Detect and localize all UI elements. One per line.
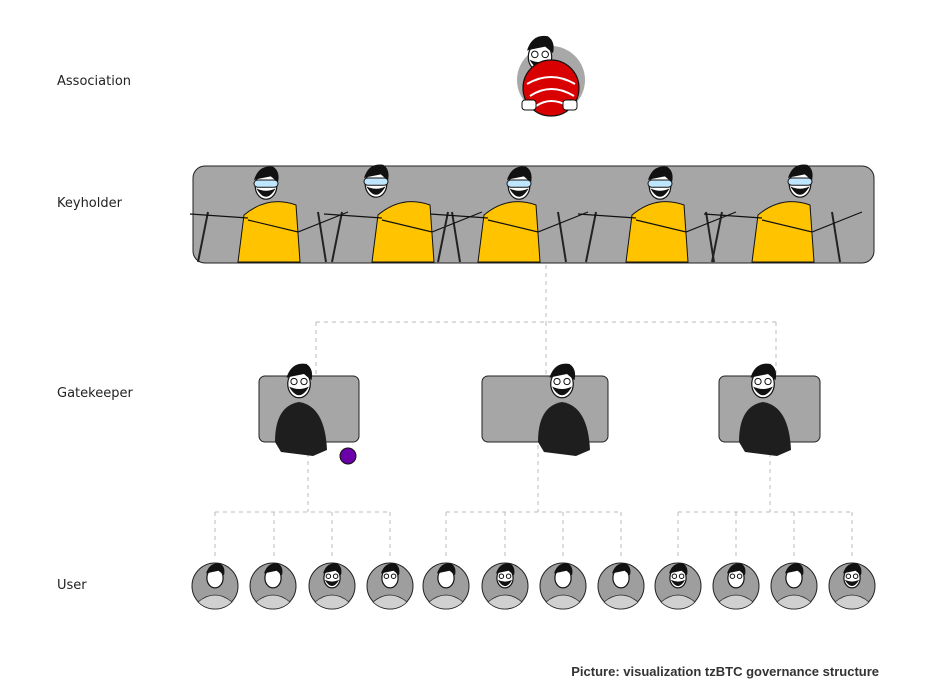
row-label-user: User [57,578,87,593]
keyholder-3-person-with-vr-goggles-icon [429,166,589,263]
row-label-keyholder: Keyholder [57,196,122,211]
keyholder-5-person-with-vr-goggles-icon [703,164,863,263]
user-1-user-avatar-icon [191,562,239,610]
user-11-user-avatar-icon [770,562,818,610]
token-icon [339,447,357,465]
user-3-user-avatar-icon [308,562,356,610]
user-4-user-avatar-icon [366,562,414,610]
user-6-user-avatar-icon [481,562,529,610]
gatekeeper-2-person-in-black-shirt-icon [481,363,609,456]
user-7-user-avatar-icon [539,562,587,610]
keyholder-4-person-with-vr-goggles-icon [577,166,737,263]
keyholder-2-person-with-vr-goggles-icon [323,164,483,263]
gatekeeper-3-person-in-black-shirt-icon [718,363,821,456]
user-12-user-avatar-icon [828,562,876,610]
row-label-gatekeeper: Gatekeeper [57,386,133,401]
user-2-user-avatar-icon [249,562,297,610]
caption: Picture: visualization tzBTC governance … [571,664,879,679]
user-9-user-avatar-icon [654,562,702,610]
gatekeeper-1-person-in-black-shirt-icon [258,363,360,456]
keyholder-1-person-with-vr-goggles-icon [189,166,349,263]
bearded-person-with-red-ball-icon [517,35,585,117]
row-label-association: Association [57,74,132,89]
user-5-user-avatar-icon [422,562,470,610]
user-10-user-avatar-icon [712,562,760,610]
user-8-user-avatar-icon [597,562,645,610]
